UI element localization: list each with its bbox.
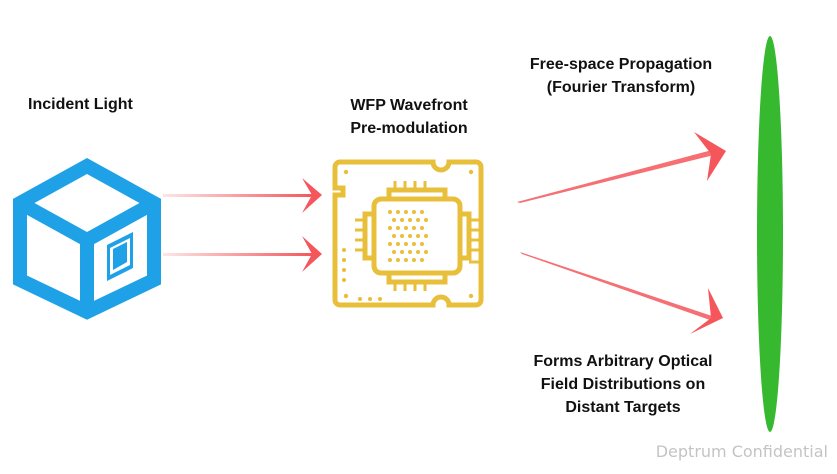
wfp-label-line2: Pre-modulation [350,120,468,137]
wfp-label-line1: WFP Wavefront [350,97,468,114]
wfp-label: WFP Wavefront Pre-modulation [334,94,484,140]
propagation-label-line2: (Fourier Transform) [546,79,696,96]
optical-field-label: Forms Arbitrary Optical Field Distributi… [506,350,740,419]
confidential-watermark: Deptrum Confidential [655,442,828,461]
wfp-chip-icon [332,159,484,308]
propagation-arrow-up [517,132,726,203]
incident-arrow-bottom [163,236,322,272]
light-source-cube-icon [13,158,161,320]
propagation-arrow-down [520,252,723,334]
optical-field-label-line2: Field Distributions on [540,376,706,393]
optical-field-label-line3: Distant Targets [565,399,681,416]
incident-arrow-top [163,178,322,213]
propagation-label-line1: Free-space Propagation [529,56,713,73]
incident-light-label: Incident Light [28,96,133,113]
distant-target-screen [757,36,783,432]
optical-field-label-line1: Forms Arbitrary Optical [533,353,713,370]
propagation-label: Free-space Propagation (Fourier Transfor… [506,53,736,99]
